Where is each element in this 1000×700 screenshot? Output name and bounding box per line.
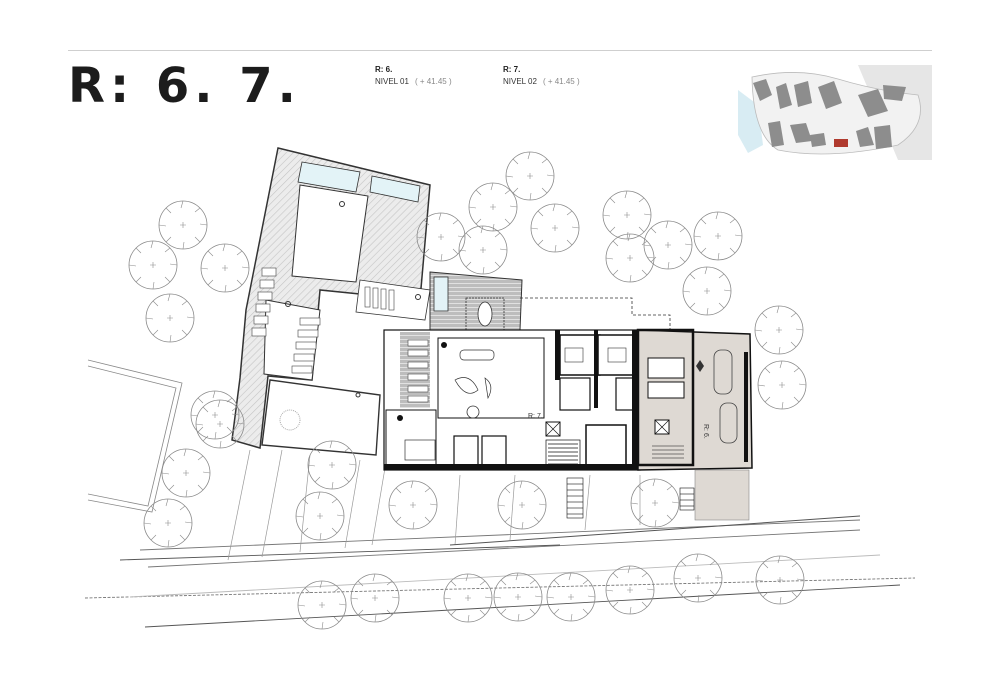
page-title: R: 6. 7. (68, 58, 301, 114)
keymap-highlight (834, 139, 848, 147)
level-info-r6: R: 6. NIVEL 01 ( + 41.45 ) (375, 64, 452, 88)
unit-r6: R: 6. (636, 328, 753, 521)
unit-label-r7: R: 7. (528, 413, 543, 420)
level-name: NIVEL 02 (503, 77, 537, 86)
unit-r7: R: 7. (383, 329, 641, 471)
car-icon (719, 402, 738, 444)
level-elevation: ( + 41.45 ) (542, 77, 580, 86)
unit-label-r6: R: 6. (702, 424, 709, 439)
plot-outline (87, 359, 183, 513)
level-name: NIVEL 01 (375, 77, 409, 86)
car-icon (713, 349, 733, 395)
pool (369, 175, 421, 203)
level-info-r7: R: 7. NIVEL 02 ( + 41.45 ) (503, 64, 580, 88)
upper-building (231, 147, 431, 456)
road-lines (84, 519, 916, 628)
header-rule (68, 50, 932, 51)
level-code: R: 7. (503, 65, 521, 74)
small-pool (433, 276, 449, 312)
site-keymap (738, 65, 932, 160)
level-elevation: ( + 41.45 ) (414, 77, 452, 86)
level-code: R: 6. (375, 65, 393, 74)
pool (297, 161, 361, 193)
plant-icon (696, 360, 704, 372)
